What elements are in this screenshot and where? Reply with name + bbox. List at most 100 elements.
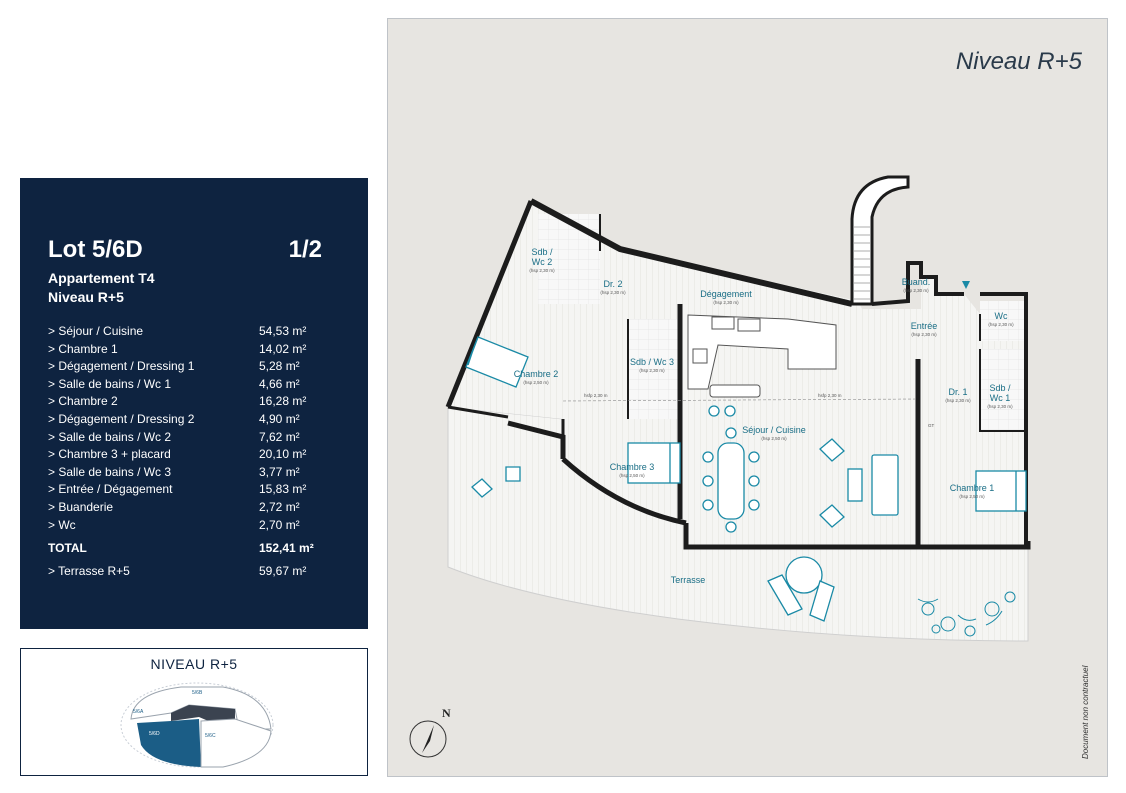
surface-value: 14,02 m² bbox=[259, 341, 307, 356]
terrace-label: > Terrasse R+5 bbox=[48, 564, 130, 578]
mini-lot-east bbox=[200, 718, 272, 768]
surface-value: 5,28 m² bbox=[259, 359, 300, 374]
disclaimer: Document non contractuel bbox=[1081, 665, 1090, 759]
hsp-buand: (hsp 2,30 m) bbox=[903, 288, 929, 293]
floor-plan-drawing: Niveau R+5 bbox=[409, 48, 1090, 759]
hsp-entree: (hsp 2,30 m) bbox=[911, 332, 937, 337]
surface-value: 2,70 m² bbox=[259, 517, 300, 532]
hsfp-label-2: hsfp 2,30 m bbox=[818, 393, 842, 398]
sdb-wc1-tiles bbox=[980, 349, 1026, 431]
surface-label: > Chambre 3 + placard bbox=[48, 447, 171, 462]
surface-row: > Dégagement / Dressing 1 5,28 m² bbox=[48, 358, 323, 376]
staircase bbox=[850, 175, 910, 306]
label-dr1: Dr. 1 bbox=[948, 387, 967, 397]
surface-label: > Dégagement / Dressing 2 bbox=[48, 411, 195, 426]
surface-label: > Salle de bains / Wc 2 bbox=[48, 429, 172, 444]
room-labels: Sdb / Wc 2 (hsp 2,30 m) Dr. 2 (hsp 2,30 … bbox=[514, 247, 1014, 585]
bed-chambre3 bbox=[627, 442, 681, 484]
apartment-level: Niveau R+5 bbox=[48, 289, 124, 305]
surface-value: 4,66 m² bbox=[259, 376, 300, 391]
label-chambre3: Chambre 3 bbox=[610, 462, 655, 472]
surface-value: 4,90 m² bbox=[259, 411, 300, 426]
label-dr2: Dr. 2 bbox=[603, 279, 622, 289]
terrace-furniture bbox=[471, 466, 835, 622]
lot-fraction: 1/2 bbox=[288, 236, 322, 263]
surface-label: > Buanderie bbox=[48, 499, 114, 514]
wc-tiles bbox=[980, 301, 1026, 341]
mini-label-a: 5/6A bbox=[133, 709, 144, 715]
hsp-degagement: (hsp 2,30 m) bbox=[713, 300, 739, 305]
hsfp-label-1: hsfp 2,30 m bbox=[584, 393, 608, 398]
surface-label: > Wc bbox=[48, 517, 76, 532]
dining-table bbox=[702, 405, 760, 533]
surface-row: > Entrée / Dégagement 15,83 m² bbox=[48, 481, 323, 499]
label-sdb-wc2-b: Wc 2 bbox=[532, 257, 553, 267]
mini-map-title: NIVEAU R+5 bbox=[150, 656, 238, 672]
lot-title: Lot 5/6D bbox=[48, 236, 143, 263]
label-sdb-wc1: Sdb / bbox=[989, 383, 1011, 393]
terrace-surface: > Terrasse R+5 59,67 m² bbox=[48, 564, 323, 578]
surface-label: > Entrée / Dégagement bbox=[48, 482, 173, 497]
label-chambre2: Chambre 2 bbox=[514, 369, 559, 379]
mini-label-c: 5/6C bbox=[205, 733, 216, 739]
hsp-dr1: (hsp 2,30 m) bbox=[945, 398, 971, 403]
label-sejour: Séjour / Cuisine bbox=[742, 425, 806, 435]
surface-row: > Séjour / Cuisine 54,53 m² bbox=[48, 323, 323, 341]
gt-label: GT bbox=[928, 423, 935, 428]
label-buand: Buand. bbox=[902, 277, 931, 287]
surface-value: 20,10 m² bbox=[259, 447, 307, 462]
mini-label-b: 5/6B bbox=[192, 690, 203, 696]
surface-value: 16,28 m² bbox=[259, 394, 307, 409]
label-sdb-wc2: Sdb / bbox=[531, 247, 553, 257]
total-label: TOTAL bbox=[48, 541, 87, 555]
surface-label: > Salle de bains / Wc 1 bbox=[48, 376, 172, 391]
surface-row: > Chambre 1 14,02 m² bbox=[48, 341, 323, 359]
stair-treads bbox=[854, 226, 870, 300]
label-chambre1: Chambre 1 bbox=[950, 483, 995, 493]
total-value: 152,41 m² bbox=[259, 541, 314, 555]
entrance-arrow-icon bbox=[962, 281, 970, 289]
flower-decoration bbox=[917, 591, 1016, 637]
surface-value: 3,77 m² bbox=[259, 464, 300, 479]
surface-label: > Chambre 1 bbox=[48, 341, 118, 356]
surface-row: > Wc 2,70 m² bbox=[48, 517, 323, 535]
level-location-map: NIVEAU R+5 5/6B 5/6A 5/6D 5/6C bbox=[20, 648, 368, 776]
hsp-sdb-wc2: (hsp 2,30 m) bbox=[529, 268, 555, 273]
surface-row: > Salle de bains / Wc 1 4,66 m² bbox=[48, 376, 323, 394]
surface-value: 15,83 m² bbox=[259, 482, 307, 497]
compass-icon: N bbox=[409, 706, 451, 758]
hsp-chambre1: (hsp 2,50 m) bbox=[959, 494, 985, 499]
surface-value: 54,53 m² bbox=[259, 324, 307, 338]
surface-value: 7,62 m² bbox=[259, 429, 300, 444]
hsp-sdb-wc1: (hsp 2,30 m) bbox=[987, 404, 1013, 409]
bed-chambre2 bbox=[465, 336, 529, 388]
label-entree: Entrée bbox=[911, 321, 938, 331]
label-wc: Wc bbox=[995, 311, 1008, 321]
surface-label: > Dégagement / Dressing 1 bbox=[48, 359, 195, 374]
mini-core bbox=[171, 705, 235, 723]
surface-row: > Salle de bains / Wc 3 3,77 m² bbox=[48, 464, 323, 482]
surface-total: TOTAL 152,41 m² bbox=[48, 541, 323, 555]
label-terrasse: Terrasse bbox=[671, 575, 706, 585]
hsp-chambre2: (hsp 2,50 m) bbox=[523, 380, 549, 385]
kitchen-counter bbox=[687, 314, 837, 398]
mini-label-d: 5/6D bbox=[149, 731, 160, 737]
surface-value: 2,72 m² bbox=[259, 499, 300, 514]
surface-row: > Chambre 2 16,28 m² bbox=[48, 393, 323, 411]
surface-label: > Chambre 2 bbox=[48, 394, 118, 409]
surface-row: > Buanderie 2,72 m² bbox=[48, 499, 323, 517]
hsp-wc: (hsp 2,30 m) bbox=[988, 322, 1014, 327]
label-sdb-wc3: Sdb / Wc 3 bbox=[630, 357, 674, 367]
lot-info-panel: Lot 5/6D 1/2 Appartement T4 Niveau R+5 >… bbox=[20, 178, 368, 629]
apartment-type: Appartement T4 bbox=[48, 270, 155, 286]
surface-label: > Salle de bains / Wc 3 bbox=[48, 464, 172, 479]
plan-title: Niveau R+5 bbox=[956, 48, 1083, 75]
living-furniture bbox=[819, 438, 899, 528]
hsp-sejour: (hsp 2,50 m) bbox=[761, 436, 787, 441]
surface-label: > Séjour / Cuisine bbox=[48, 324, 144, 338]
bed-chambre1 bbox=[975, 470, 1027, 512]
surface-list: > Séjour / Cuisine 54,53 m² > Chambre 1 14,… bbox=[48, 323, 323, 534]
surface-row: > Chambre 3 + placard 20,10 m² bbox=[48, 446, 323, 464]
mini-map-drawing: 5/6B 5/6A 5/6D 5/6C bbox=[120, 682, 274, 768]
floor-plan-panel: Niveau R+5 bbox=[387, 18, 1108, 777]
